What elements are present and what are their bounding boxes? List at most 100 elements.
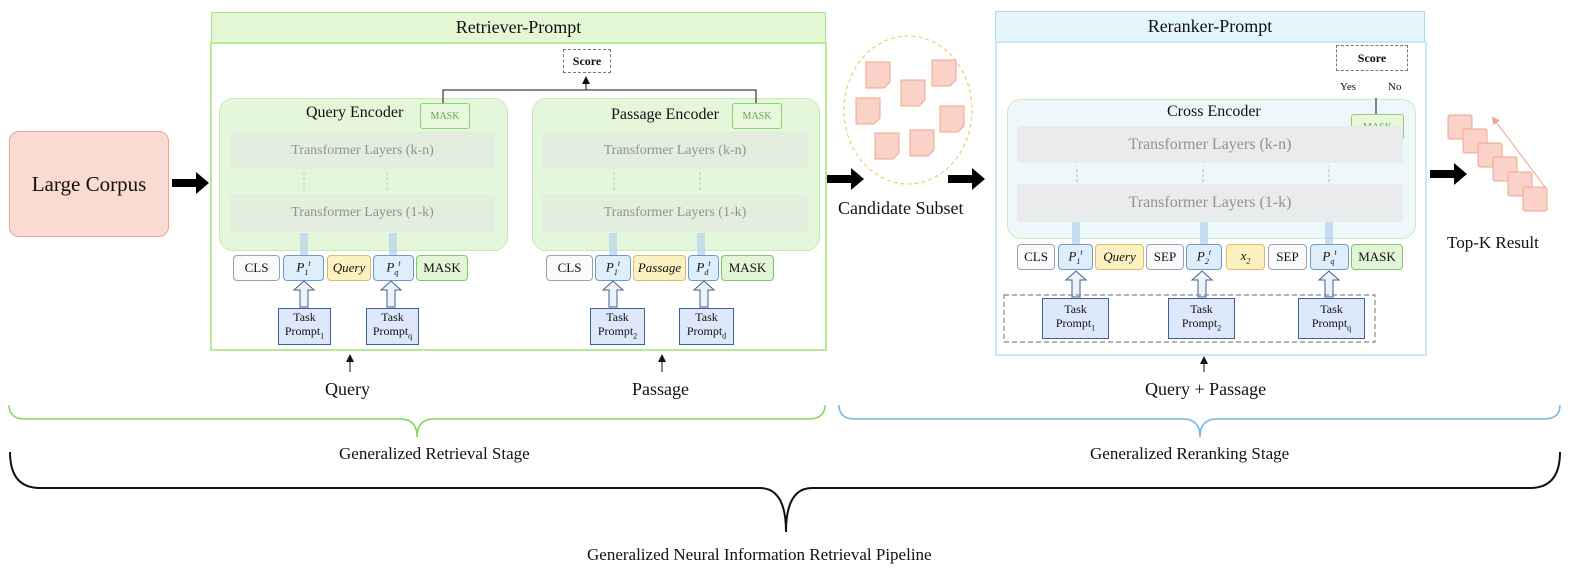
passage-token-mask-label: MASK — [728, 260, 767, 275]
passage-layer-top: Transformer Layers (k-n) — [542, 132, 808, 169]
query-token-mask-label: MASK — [423, 260, 461, 275]
rerank-token-prompt-q: Pqt — [1310, 244, 1349, 270]
rerank-token-query-label: Query — [1103, 249, 1136, 264]
query-token-cls-label: CLS — [244, 260, 269, 275]
retrieval-brace — [8, 404, 826, 438]
reranker-frame — [995, 41, 1427, 356]
rerank-token-cls-label: CLS — [1024, 249, 1048, 264]
retriever-score-box: Score — [563, 49, 611, 73]
retriever-frame — [210, 42, 827, 351]
rerank-token-cls: CLS — [1017, 244, 1055, 270]
passage-encoder-mask: MASK — [732, 103, 782, 129]
query-token-prompt-1: P1t — [283, 255, 324, 281]
query-token-prompt-1-label: P1t — [296, 259, 311, 277]
rerank-token-prompt-2: P2t — [1186, 244, 1222, 270]
arrow-retriever-to-candidate — [827, 168, 864, 190]
passage-token-prompt-d-label: Pdt — [696, 259, 711, 277]
passage-layer-top-label: Transformer Layers (k-n) — [603, 142, 747, 158]
rerank-token-sep-2-label: SEP — [1276, 249, 1299, 264]
cross-layer-top: Transformer Layers (k-n) — [1017, 126, 1403, 163]
passage-token-cls: CLS — [546, 255, 593, 281]
query-token-mask: MASK — [416, 255, 468, 281]
topk-result-label: Top-K Result — [1447, 233, 1539, 252]
query-encoder-mask-label: MASK — [430, 110, 460, 122]
passage-token-mask: MASK — [721, 255, 774, 281]
passage-layer-bottom-label: Transformer Layers (1-k) — [603, 205, 747, 220]
topk-rank-arrow — [1491, 116, 1546, 188]
passage-token-passage: Passage — [633, 255, 686, 281]
query-token-query: Query — [327, 255, 371, 281]
candidate-subset-label: Candidate Subset — [838, 198, 964, 218]
cross-layer-top-label: Transformer Layers (k-n) — [1128, 135, 1292, 153]
reranking-stage-label: Generalized Reranking Stage — [1090, 444, 1290, 463]
passage-token-cls-label: CLS — [557, 260, 582, 275]
arrow-corpus-to-retriever — [172, 172, 209, 194]
rerank-token-sep-1-label: SEP — [1153, 249, 1177, 264]
input-arrows — [346, 354, 1208, 372]
rerank-token-sep-1: SEP — [1146, 244, 1184, 270]
rerank-token-query: Query — [1095, 244, 1144, 270]
query-token-query-label: Query — [332, 260, 366, 275]
rerank-token-mask: MASK — [1351, 244, 1403, 270]
topk-documents — [1447, 114, 1548, 212]
candidate-circle — [843, 35, 973, 185]
rerank-token-sep-2: SEP — [1268, 244, 1307, 270]
retriever-prompt-title: Retriever-Prompt — [455, 17, 582, 37]
pipeline-brace — [9, 451, 1561, 533]
query-token-prompt-q-label: Pqt — [386, 259, 401, 277]
passage-layer-bottom: Transformer Layers (1-k) — [542, 194, 808, 232]
reranker-prompt-title: Reranker-Prompt — [1147, 16, 1273, 36]
passage-token-prompt-d: Pdt — [688, 255, 719, 281]
reranker-prompt-banner: Reranker-Prompt — [995, 11, 1425, 42]
arrow-candidate-to-reranker — [948, 168, 985, 190]
query-layer-top: Transformer Layers (k-n) — [230, 132, 495, 169]
query-layer-bottom-label: Transformer Layers (1-k) — [291, 205, 434, 220]
reranker-score-label: Score — [1357, 50, 1387, 65]
rerank-token-x2-label: x2 — [1240, 248, 1251, 266]
retriever-score-label: Score — [572, 53, 602, 68]
cross-layer-bottom: Transformer Layers (1-k) — [1017, 184, 1403, 222]
reranker-yes-label: Yes — [1340, 81, 1357, 93]
passage-token-prompt-1: P1t — [595, 255, 631, 281]
cross-encoder-title: Cross Encoder — [1167, 103, 1261, 120]
query-layer-top-label: Transformer Layers (k-n) — [291, 142, 434, 158]
query-encoder-mask: MASK — [420, 103, 470, 129]
passage-token-passage-label: Passage — [637, 260, 682, 275]
passage-token-prompt-1-label: P1t — [605, 259, 621, 277]
query-input-label: Query — [325, 379, 370, 399]
query-passage-input-label: Query + Passage — [1145, 379, 1267, 399]
query-token-prompt-q: Pqt — [373, 255, 414, 281]
rerank-token-mask-label: MASK — [1358, 249, 1396, 264]
rerank-token-x2: x2 — [1226, 244, 1265, 270]
query-token-cls: CLS — [233, 255, 280, 281]
retriever-prompt-banner: Retriever-Prompt — [211, 12, 826, 43]
candidate-documents — [855, 59, 965, 160]
rerank-token-prompt-q-label: Pqt — [1322, 248, 1337, 266]
rerank-token-prompt-1-label: P1t — [1068, 248, 1083, 266]
query-encoder-title: Query Encoder — [306, 104, 404, 121]
pipeline-label: Generalized Neural Information Retrieval… — [587, 545, 932, 564]
passage-encoder-title: Passage Encoder — [611, 106, 719, 123]
reranker-no-label: No — [1388, 81, 1402, 93]
rerank-token-prompt-1: P1t — [1058, 244, 1093, 270]
query-layer-bottom: Transformer Layers (1-k) — [230, 194, 495, 232]
rerank-token-prompt-2-label: P2t — [1196, 248, 1212, 266]
passage-input-label: Passage — [632, 379, 689, 399]
passage-encoder-mask-label: MASK — [742, 110, 772, 122]
arrow-reranker-to-topk — [1430, 163, 1467, 185]
large-corpus-label: Large Corpus — [31, 171, 147, 196]
